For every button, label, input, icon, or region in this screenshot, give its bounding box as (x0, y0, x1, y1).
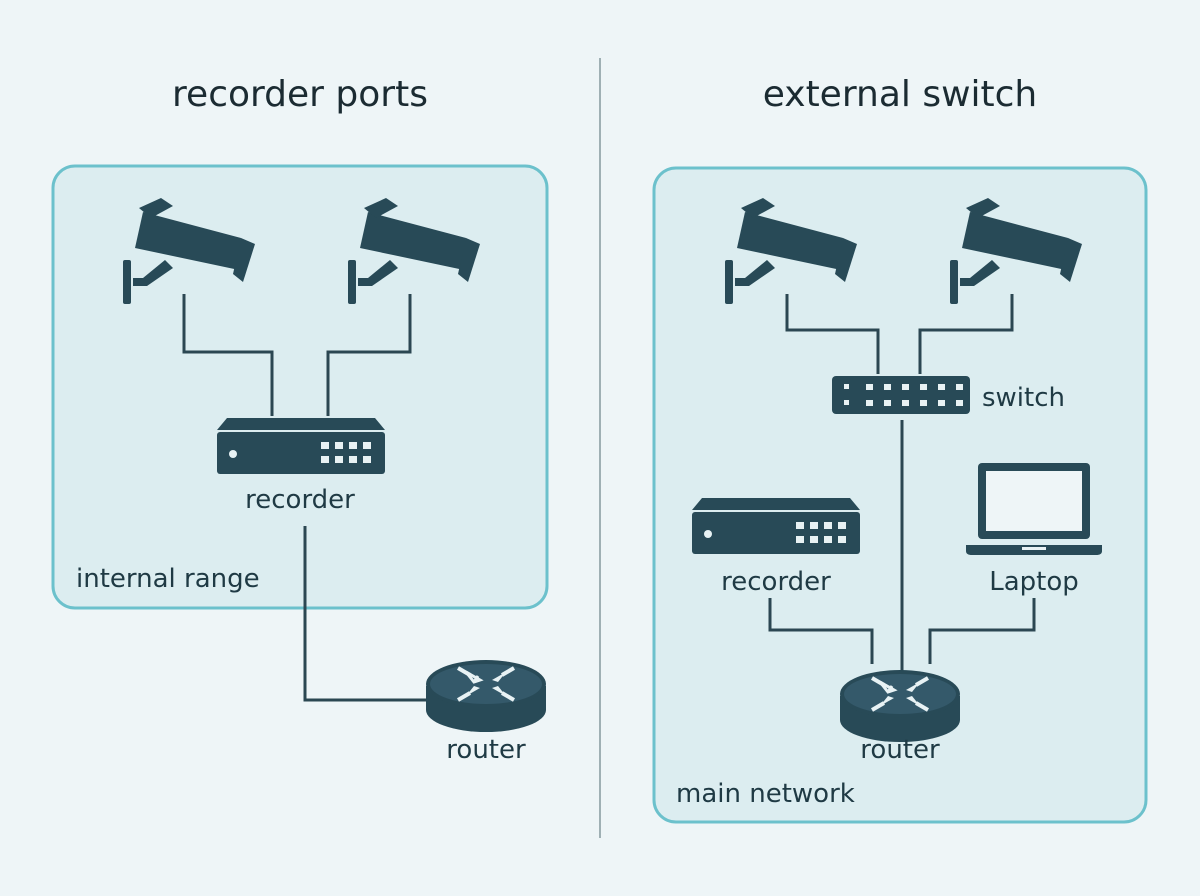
recorder-icon (217, 418, 385, 474)
wire-laptop-router (928, 598, 1036, 664)
right-panel: external switch switch recorder Laptop r… (652, 74, 1148, 824)
internal-range-label: internal range (76, 564, 260, 594)
router-icon (424, 658, 548, 734)
internal-range-zone (51, 164, 549, 610)
router-icon (838, 668, 962, 744)
network-switch-icon (832, 376, 970, 414)
wire-camera4-switch (918, 294, 1014, 374)
right-router-label: router (860, 735, 940, 765)
main-network-label: main network (676, 779, 855, 809)
right-panel-title: external switch (763, 74, 1038, 115)
left-panel-title: recorder ports (172, 74, 428, 115)
laptop-label: Laptop (989, 567, 1079, 597)
wire-recorder-router (303, 526, 426, 702)
right-recorder-label: recorder (721, 567, 831, 597)
switch-label: switch (982, 383, 1065, 413)
left-router-label: router (446, 735, 526, 765)
left-panel: recorder ports recorder internal range r… (51, 74, 549, 765)
wire-recorder-router-right (768, 598, 874, 664)
left-recorder-label: recorder (245, 485, 355, 515)
wire-camera1-recorder (182, 294, 274, 416)
main-network-zone (652, 166, 1148, 824)
recorder-icon (692, 498, 860, 554)
wire-camera2-recorder (326, 294, 412, 416)
wire-camera3-switch (785, 294, 880, 374)
